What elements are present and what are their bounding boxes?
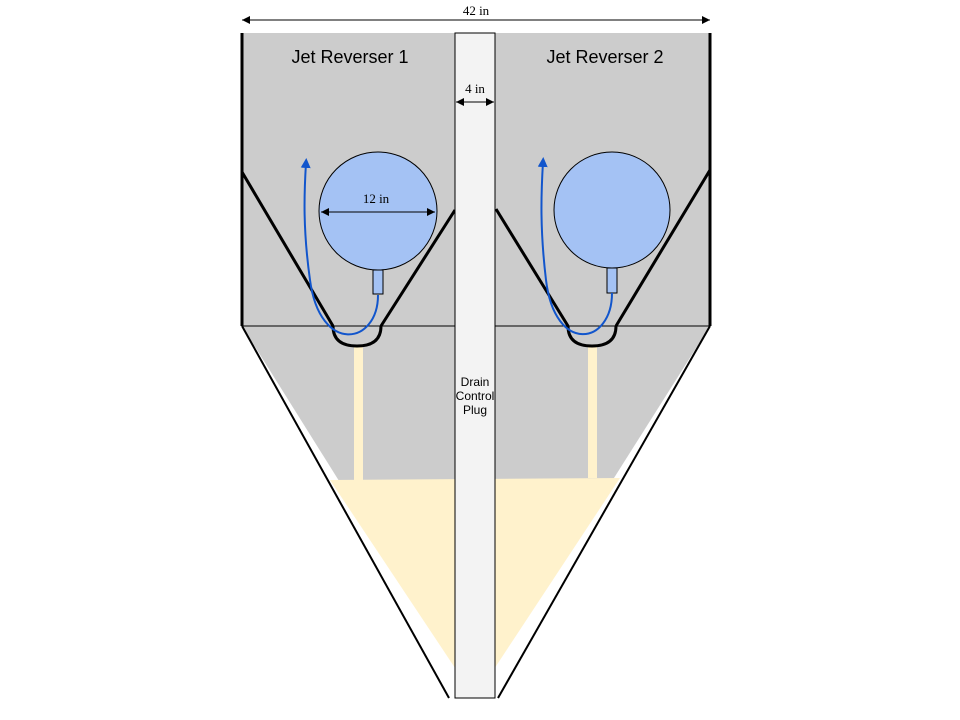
reverser-2-funnel-right [614, 169, 712, 327]
liquid-stream-left [354, 346, 363, 480]
liquid-stream-right [588, 346, 597, 478]
reverser-1-title: Jet Reverser 1 [291, 47, 408, 67]
reverser-1-nozzle [372, 269, 384, 295]
plug-label-line-1: Drain [461, 375, 490, 389]
reverser-2-title: Jet Reverser 2 [546, 47, 663, 67]
flow-arrow-2 [537, 157, 613, 336]
drain-control-plug [454, 32, 496, 699]
reverser-2-funnel [494, 208, 570, 327]
reverser-2-circle [553, 151, 671, 269]
cone-right-wall [497, 325, 711, 699]
plug-width-label: 4 in [465, 81, 485, 96]
plug-label-line-3: Plug [463, 403, 487, 417]
overall-width-label: 42 in [463, 3, 490, 18]
reverser-2-bowl [566, 325, 618, 348]
flow-arrow-1 [300, 158, 379, 336]
circle-diameter-label: 12 in [363, 191, 390, 206]
reverser-1-funnel [240, 171, 335, 327]
reverser-2-nozzle [606, 267, 618, 294]
reverser-1-bowl [331, 325, 383, 348]
reverser-1-circle [318, 151, 438, 271]
cone-left-wall [241, 325, 450, 699]
reverser-1-funnel-right [379, 209, 457, 327]
plug-label-line-2: Control [456, 389, 495, 403]
